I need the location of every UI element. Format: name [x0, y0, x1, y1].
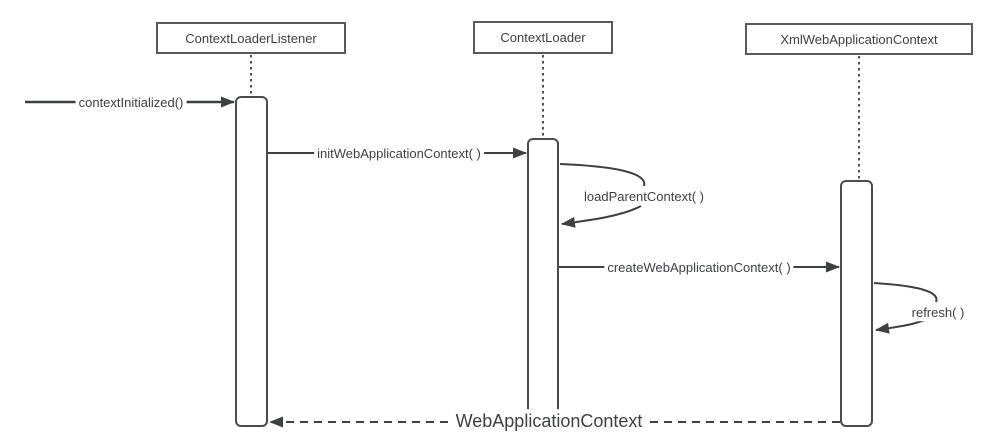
message-label-init-web-application-context: initWebApplicationContext( ): [314, 146, 484, 162]
message-label-refresh: refresh( ): [907, 305, 969, 321]
message-label-create-web-application-context: createWebApplicationContext( ): [604, 260, 794, 276]
participant-box-contextloader: ContextLoader: [473, 21, 613, 54]
participant-label: ContextLoader: [500, 30, 586, 45]
participant-label: ContextLoaderListener: [185, 30, 317, 46]
arrow-load-parent-context-back: [561, 205, 642, 228]
message-label-return-web-application-context: WebApplicationContext: [453, 409, 645, 435]
arrow-load-parent-context-out: [559, 163, 646, 187]
participant-box-contextloaderlistener: ContextLoaderListener: [156, 22, 346, 54]
lifeline-xmlwebapplicationcontext: [858, 56, 860, 180]
activation-bar-contextloader: [527, 138, 559, 427]
participant-box-xmlwebapplicationcontext: XmlWebApplicationContext: [745, 23, 973, 55]
lifeline-contextloaderlistener: [250, 55, 252, 96]
message-label-load-parent-context: loadParentContext( ): [579, 189, 709, 205]
arrow-refresh-out: [873, 282, 938, 303]
activation-bar-contextloaderlistener: [235, 96, 268, 427]
message-label-context-initialized: contextInitialized(): [75, 95, 187, 111]
activation-bar-xmlwebapplicationcontext: [840, 180, 873, 427]
participant-label: XmlWebApplicationContext: [780, 31, 938, 47]
lifeline-contextloader: [542, 55, 544, 138]
